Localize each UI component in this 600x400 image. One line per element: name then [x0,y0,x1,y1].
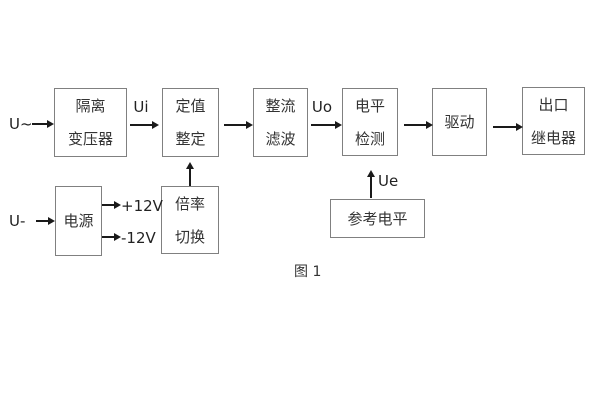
arrow-setting-to-rectifier [224,124,246,126]
label-minus-12v: -12V [121,229,156,247]
block-rectifier-filter: 整流 滤波 [253,88,308,157]
arrow-dc-input-to-power [36,220,48,222]
block-label-line: 参考电平 [347,209,408,228]
block-reference-level: 参考电平 [330,199,425,238]
block-value-setting: 定值 整定 [162,88,219,157]
block-label-line: 检测 [354,129,385,148]
block-level-detection: 电平 检测 [342,88,398,156]
figure-caption: 图 1 [294,264,322,280]
block-label-line: 切换 [174,227,205,246]
label-plus-12v: +12V [121,197,163,215]
arrow-rectifier-to-detection [311,124,335,126]
label-dc-input: U- [9,212,26,230]
block-label-line: 出口 [538,95,569,114]
block-drive: 驱动 [432,88,487,156]
arrow-power-to-plus12v [102,204,114,206]
block-label-line: 变压器 [67,130,113,148]
arrow-detection-to-drive [404,124,426,126]
label-ui: Ui [133,98,149,116]
block-output-relay: 出口 继电器 [522,87,585,155]
block-label-line: 滤波 [265,130,296,148]
block-multiplier-switch: 倍率 切换 [161,186,219,254]
arrow-power-to-minus12v [102,236,114,238]
arrow-ac-input-to-transformer [32,123,47,125]
block-label-line: 整定 [175,130,206,148]
label-uo: Uo [311,98,333,116]
block-label-line: 继电器 [530,128,576,147]
block-label-line: 驱动 [444,113,475,131]
block-label-line: 整流 [265,97,296,115]
arrow-transformer-to-setting [130,124,152,126]
arrow-reference-to-detection [370,177,372,198]
label-ue: Ue [378,172,399,190]
arrow-multiplier-to-setting [189,169,191,186]
block-power-supply: 电源 [55,186,102,256]
block-label-line: 隔离 [75,97,106,115]
block-label-line: 定值 [175,97,206,115]
label-ac-input: U~ [9,115,33,133]
block-isolation-transformer: 隔离 变压器 [54,88,127,157]
block-label-line: 倍率 [174,194,205,213]
arrow-drive-to-relay [493,126,516,128]
block-label-line: 电平 [354,96,385,115]
block-label-line: 电源 [63,212,94,230]
